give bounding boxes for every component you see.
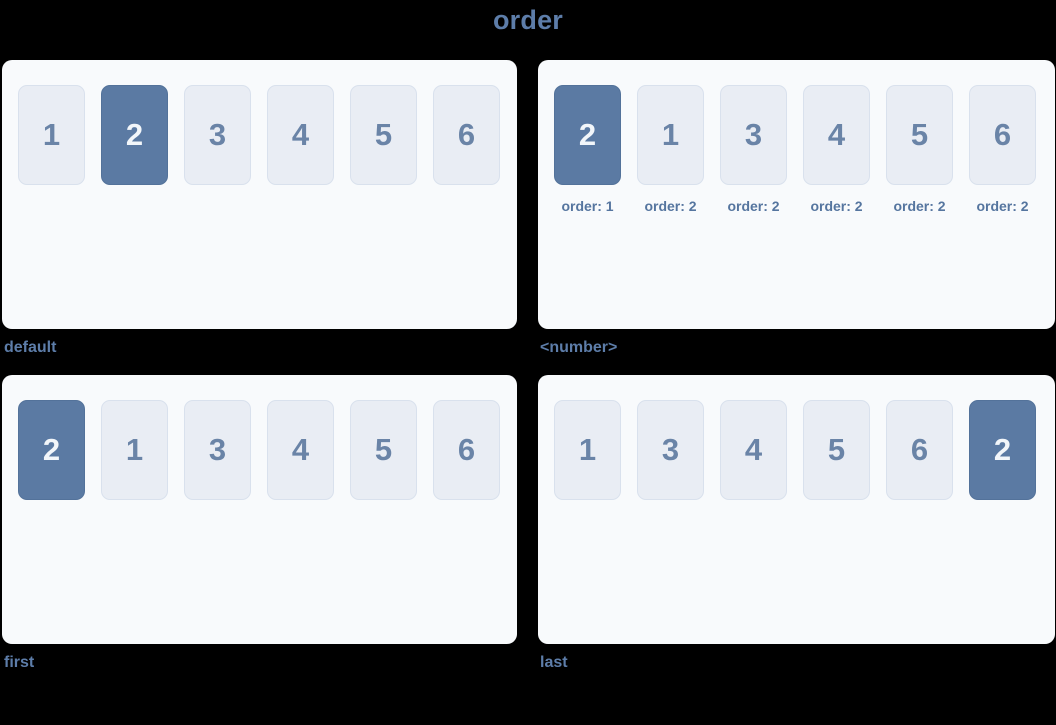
flex-item-group: 2 order: 1 [554, 85, 621, 214]
demo-panel-first: 2 1 3 4 5 6 [2, 375, 517, 644]
demo-cell-number: 2 order: 1 1 order: 2 3 order: 2 4 order… [538, 60, 1055, 375]
flex-item: 4 [267, 400, 334, 500]
flex-item: 4 [803, 85, 870, 185]
flex-item: 5 [350, 400, 417, 500]
order-value-label: order: 2 [893, 198, 946, 214]
demo-panel-number: 2 order: 1 1 order: 2 3 order: 2 4 order… [538, 60, 1055, 329]
panel-caption-number: <number> [540, 339, 618, 356]
flex-item: 3 [637, 400, 704, 500]
flex-item-highlighted: 2 [969, 400, 1036, 500]
order-value-label: order: 2 [976, 198, 1029, 214]
demo-panel-default: 1 2 3 4 5 6 [2, 60, 517, 329]
flex-item: 5 [803, 400, 870, 500]
flex-container: 1 2 3 4 5 6 [18, 85, 501, 185]
demo-cell-default: 1 2 3 4 5 6 default [2, 60, 517, 375]
order-value-label: order: 2 [810, 198, 863, 214]
demo-cell-first: 2 1 3 4 5 6 first [2, 375, 517, 690]
flex-container: 2 1 3 4 5 6 [18, 400, 501, 500]
flex-item: 1 [101, 400, 168, 500]
panel-caption-first: first [4, 654, 35, 671]
flex-item: 4 [720, 400, 787, 500]
order-value-label: order: 2 [644, 198, 697, 214]
page-title: order [492, 5, 564, 35]
flex-item: 4 [267, 85, 334, 185]
flex-item: 1 [554, 400, 621, 500]
demo-panel-last: 1 3 4 5 6 2 [538, 375, 1055, 644]
flex-item-group: 1 order: 2 [637, 85, 704, 214]
flex-item: 6 [886, 400, 953, 500]
flex-container: 2 order: 1 1 order: 2 3 order: 2 4 order… [554, 85, 1039, 214]
flex-item: 1 [637, 85, 704, 185]
demo-grid: 1 2 3 4 5 6 default 2 order: 1 1 order: … [2, 60, 1056, 690]
order-value-label: order: 2 [727, 198, 780, 214]
flex-item: 3 [720, 85, 787, 185]
flex-item-group: 4 order: 2 [803, 85, 870, 214]
flex-item: 1 [18, 85, 85, 185]
panel-caption-last: last [540, 654, 568, 671]
flex-item: 3 [184, 85, 251, 185]
panel-caption-default: default [4, 339, 57, 356]
flex-item: 6 [969, 85, 1036, 185]
flex-item: 3 [184, 400, 251, 500]
flex-item: 6 [433, 85, 500, 185]
flex-item: 6 [433, 400, 500, 500]
flex-item-group: 6 order: 2 [969, 85, 1036, 214]
flex-item: 5 [350, 85, 417, 185]
flex-item: 5 [886, 85, 953, 185]
order-value-label: order: 1 [561, 198, 614, 214]
flex-item-group: 3 order: 2 [720, 85, 787, 214]
flex-container: 1 3 4 5 6 2 [554, 400, 1039, 500]
flex-item-highlighted: 2 [18, 400, 85, 500]
flex-item-highlighted: 2 [101, 85, 168, 185]
flex-item-group: 5 order: 2 [886, 85, 953, 214]
demo-cell-last: 1 3 4 5 6 2 last [538, 375, 1055, 690]
flex-item-highlighted: 2 [554, 85, 621, 185]
